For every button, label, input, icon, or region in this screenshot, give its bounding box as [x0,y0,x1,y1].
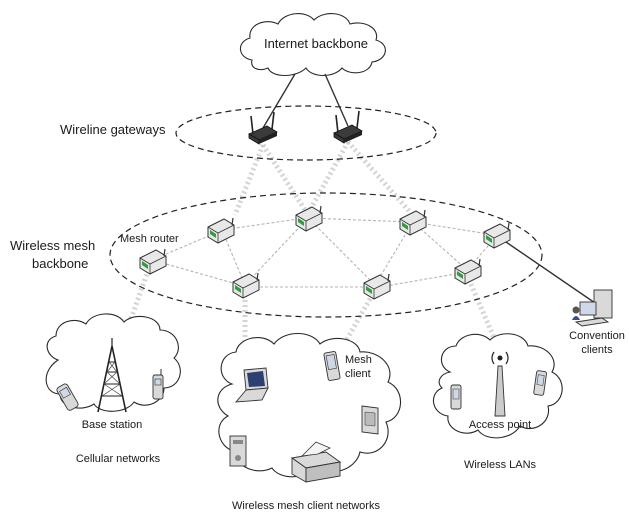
wireless-mesh-backbone-label-line1: Wireless mesh [10,238,95,253]
wireless-mesh-backbone-label-line2: backbone [32,256,88,271]
convention-clients-link [505,241,599,306]
gateway-uplink [262,73,296,129]
wireline-gateways-label: Wireline gateways [60,122,166,137]
mesh-router-icon [232,272,260,299]
mesh-router-icon [295,205,323,232]
cell-tower-icon [97,338,127,413]
mesh-router-label: Mesh router [120,233,179,245]
mesh-client-label-line2: client [345,368,371,380]
desktop-computer-icon [229,435,247,467]
printer-icon [290,441,342,483]
wireless-router-icon [333,110,363,144]
wireless-router-icon [248,111,278,145]
convention-clients-label-line1: Convention [569,330,625,342]
internet-backbone-cloud: Internet backbone [239,13,386,77]
cellular-networks-label: Cellular networks [76,453,161,465]
access-point-icon [491,351,509,417]
base-station-label: Base station [82,419,143,431]
pda-icon [533,370,547,396]
mesh-router-icon [139,248,167,275]
phone-handset-icon [361,405,379,435]
mesh-router-icon [399,209,427,236]
mesh-router-icon [207,217,235,244]
desktop-computer-icon [572,289,613,327]
convention-clients-label-line2: clients [581,344,613,356]
cell-phone-icon [56,383,79,411]
laptop-icon [234,367,269,403]
cellular-networks-cloud [45,313,181,412]
pda-icon [323,351,341,381]
cell-phone-icon [152,369,164,400]
access-point-label: Access point [469,419,531,431]
mesh-router-icon [483,222,511,249]
wireless-mesh-backbone-boundary [109,192,543,318]
internet-backbone-label: Internet backbone [264,36,368,51]
mesh-router-icon [363,273,391,300]
wireless-mesh-client-networks-label: Wireless mesh client networks [232,500,380,512]
pda-icon [450,384,462,410]
wireless-lans-label: Wireless LANs [464,459,537,471]
wireless-links [117,140,498,360]
wireline-gateways-boundary [175,105,437,161]
gateway-uplink [324,73,349,127]
mesh-client-label-line1: Mesh [345,354,372,366]
